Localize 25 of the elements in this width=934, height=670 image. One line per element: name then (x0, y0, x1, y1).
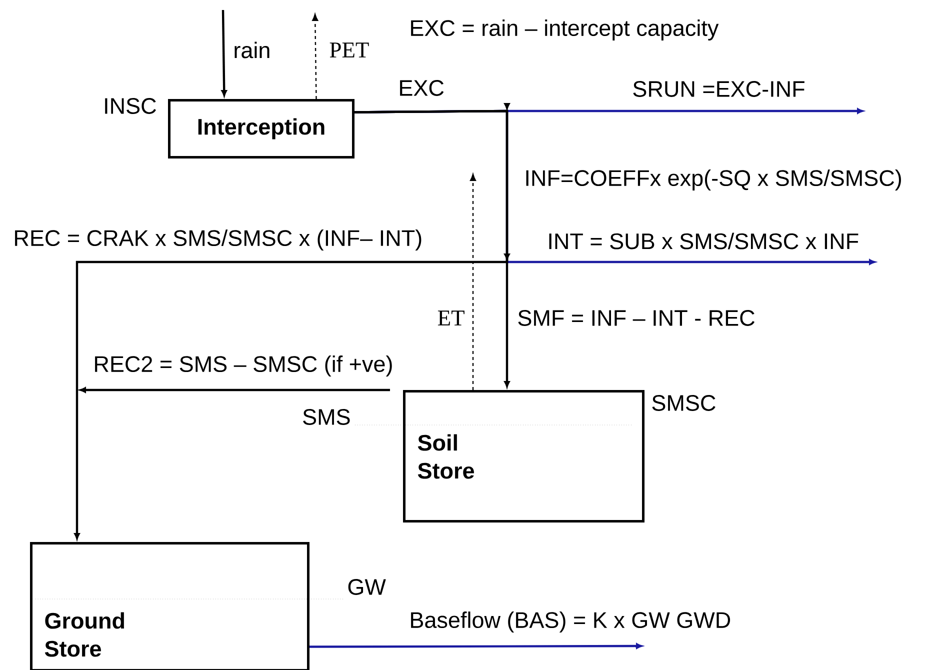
flow-arrow (470, 174, 476, 390)
edge-label: REC2 = SMS – SMSC (if +ve) (92, 354, 394, 378)
flow-arrow (80, 387, 390, 393)
edge-label: SRUN =EXC-INF (631, 80, 806, 98)
side-label: SMSC (652, 395, 716, 411)
store-box: Soil Store (403, 390, 644, 522)
flow-arrow (312, 14, 318, 99)
flow-arrow (221, 10, 227, 96)
edge-label: EXC (397, 79, 446, 97)
formula-text: INF=COEFFx exp(-SQ x SMS/SMSC) (523, 168, 904, 192)
side-label: GW (348, 579, 386, 595)
formula-text: EXC = rain – intercept capacity (408, 18, 720, 42)
edge-label: rain (232, 40, 272, 60)
store-box: Ground Store (30, 542, 310, 670)
flow-arrow (310, 643, 642, 649)
flow-arrow (74, 110, 508, 540)
process-box: Interception (168, 99, 354, 158)
formula-text: SMF = INF – INT - REC (516, 309, 756, 327)
edge-label: ET (436, 310, 466, 326)
side-label: INSC (105, 98, 156, 114)
side-label: SMS (303, 409, 350, 425)
edge-label: Baseflow (BAS) = K x GW GWD (408, 610, 732, 634)
edge-label: REC = CRAK x SMS/SMSC x (INF– INT) (12, 228, 424, 252)
edge-label: INT = SUB x SMS/SMSC x INF (546, 232, 860, 250)
edge-label: PET (328, 42, 370, 58)
